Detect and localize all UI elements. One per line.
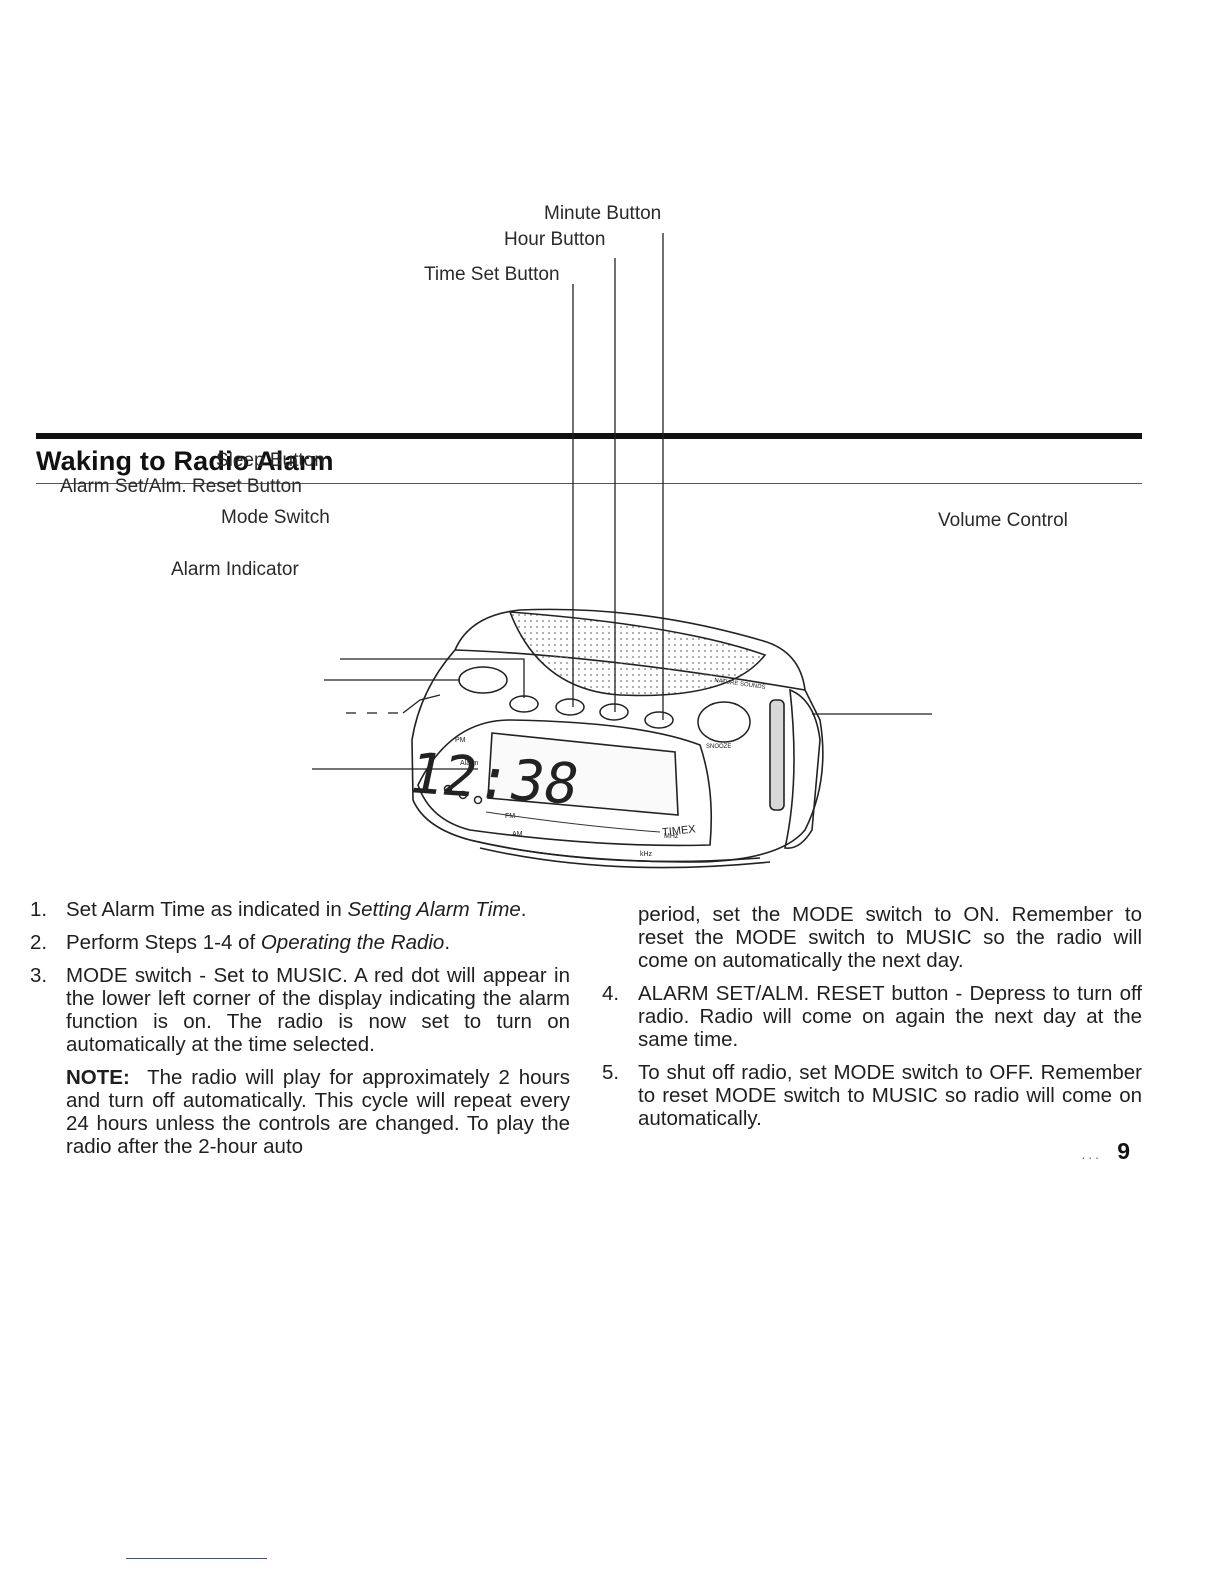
title-underline xyxy=(36,483,1142,484)
label-hour-button: Hour Button xyxy=(504,229,606,250)
note-continued: period, set the MODE switch to ON. Remem… xyxy=(638,903,1142,972)
mode-switch-dot-3 xyxy=(473,795,483,805)
step-text: Perform Steps 1-4 of xyxy=(66,931,261,954)
alarm-set-reset-button xyxy=(458,666,508,694)
step-text: Set Alarm Time as indicated in xyxy=(66,898,348,921)
speaker-grille xyxy=(508,611,767,697)
label-mode-switch: Mode Switch xyxy=(221,507,330,528)
step-reference: Setting Alarm Time xyxy=(347,898,521,921)
note-label: NOTE: xyxy=(66,1066,130,1089)
step-3: 3. MODE switch - Set to MUSIC. A red dot … xyxy=(30,964,570,1056)
label-alarm-indicator: Alarm Indicator xyxy=(171,559,299,580)
step-number: 4. xyxy=(602,982,620,1005)
step-number: 1. xyxy=(30,898,48,921)
step-punct: . xyxy=(444,931,451,954)
label-alarm-set-reset: Alarm Set/Alm. Reset Button xyxy=(60,476,302,497)
step-2: 2. Perform Steps 1-4 of Operating the Rad… xyxy=(30,931,570,954)
label-minute-button: Minute Button xyxy=(544,203,662,224)
mode-switch-dot-2 xyxy=(458,790,468,800)
step-4: 4. ALARM SET/ALM. RESET button - Depress … xyxy=(602,982,1142,1051)
step-1: 1. Set Alarm Time as indicated in Setting… xyxy=(30,898,570,921)
clock-body xyxy=(411,608,824,863)
page-dots: ... xyxy=(1081,1146,1102,1162)
instructions-right-column: period, set the MODE switch to ON. Remem… xyxy=(602,903,1142,1140)
lcd-pm: PM xyxy=(455,737,466,744)
footer-rule xyxy=(126,1558,267,1559)
step-text: To shut off radio, set MODE switch to OF… xyxy=(638,1061,1142,1130)
volume-wheel xyxy=(769,699,785,811)
step-number: 3. xyxy=(30,964,48,987)
lcd-time: 12:38 xyxy=(403,742,585,818)
lcd-fm: FM xyxy=(505,813,515,820)
header-rule xyxy=(36,433,1142,439)
hour-button xyxy=(599,703,629,721)
minute-button xyxy=(644,711,674,729)
label-time-set-button: Time Set Button xyxy=(424,264,560,285)
step-text: ALARM SET/ALM. RESET button - Depress to… xyxy=(638,982,1142,1051)
step-reference: Operating the Radio xyxy=(260,931,445,954)
note-text: The radio will play for approximately 2 … xyxy=(66,1066,570,1158)
mode-switch-dot-1 xyxy=(443,784,453,794)
lcd-mhz: MHz xyxy=(664,833,679,840)
sleep-button xyxy=(509,695,539,713)
lcd-window xyxy=(487,732,679,816)
snooze-button xyxy=(697,701,751,743)
display-bezel xyxy=(417,719,713,847)
lcd-khz: kHz xyxy=(640,851,653,858)
step-punct: . xyxy=(520,898,527,921)
page-number: 9 xyxy=(1117,1138,1130,1164)
snooze-label: SNOOZE xyxy=(706,744,731,750)
lcd-am: AM xyxy=(512,831,523,838)
step-text: MODE switch - Set to MUSIC. A red dot wi… xyxy=(66,964,570,1056)
note-paragraph: NOTE: The radio will play for approximat… xyxy=(30,1066,570,1158)
time-set-button xyxy=(555,698,585,716)
lcd-alarm: Alarm xyxy=(460,760,478,767)
label-volume-control: Volume Control xyxy=(938,510,1068,531)
step-number: 5. xyxy=(602,1061,620,1084)
label-sleep-button: Sleep Button xyxy=(216,450,325,471)
step-number: 2. xyxy=(30,931,48,954)
instructions-left-column: 1. Set Alarm Time as indicated in Setting… xyxy=(30,898,570,1158)
brand-logo: TIMEX xyxy=(662,823,697,839)
section-title: Waking to Radio Alarm xyxy=(36,446,334,476)
step-5: 5. To shut off radio, set MODE switch to … xyxy=(602,1061,1142,1130)
